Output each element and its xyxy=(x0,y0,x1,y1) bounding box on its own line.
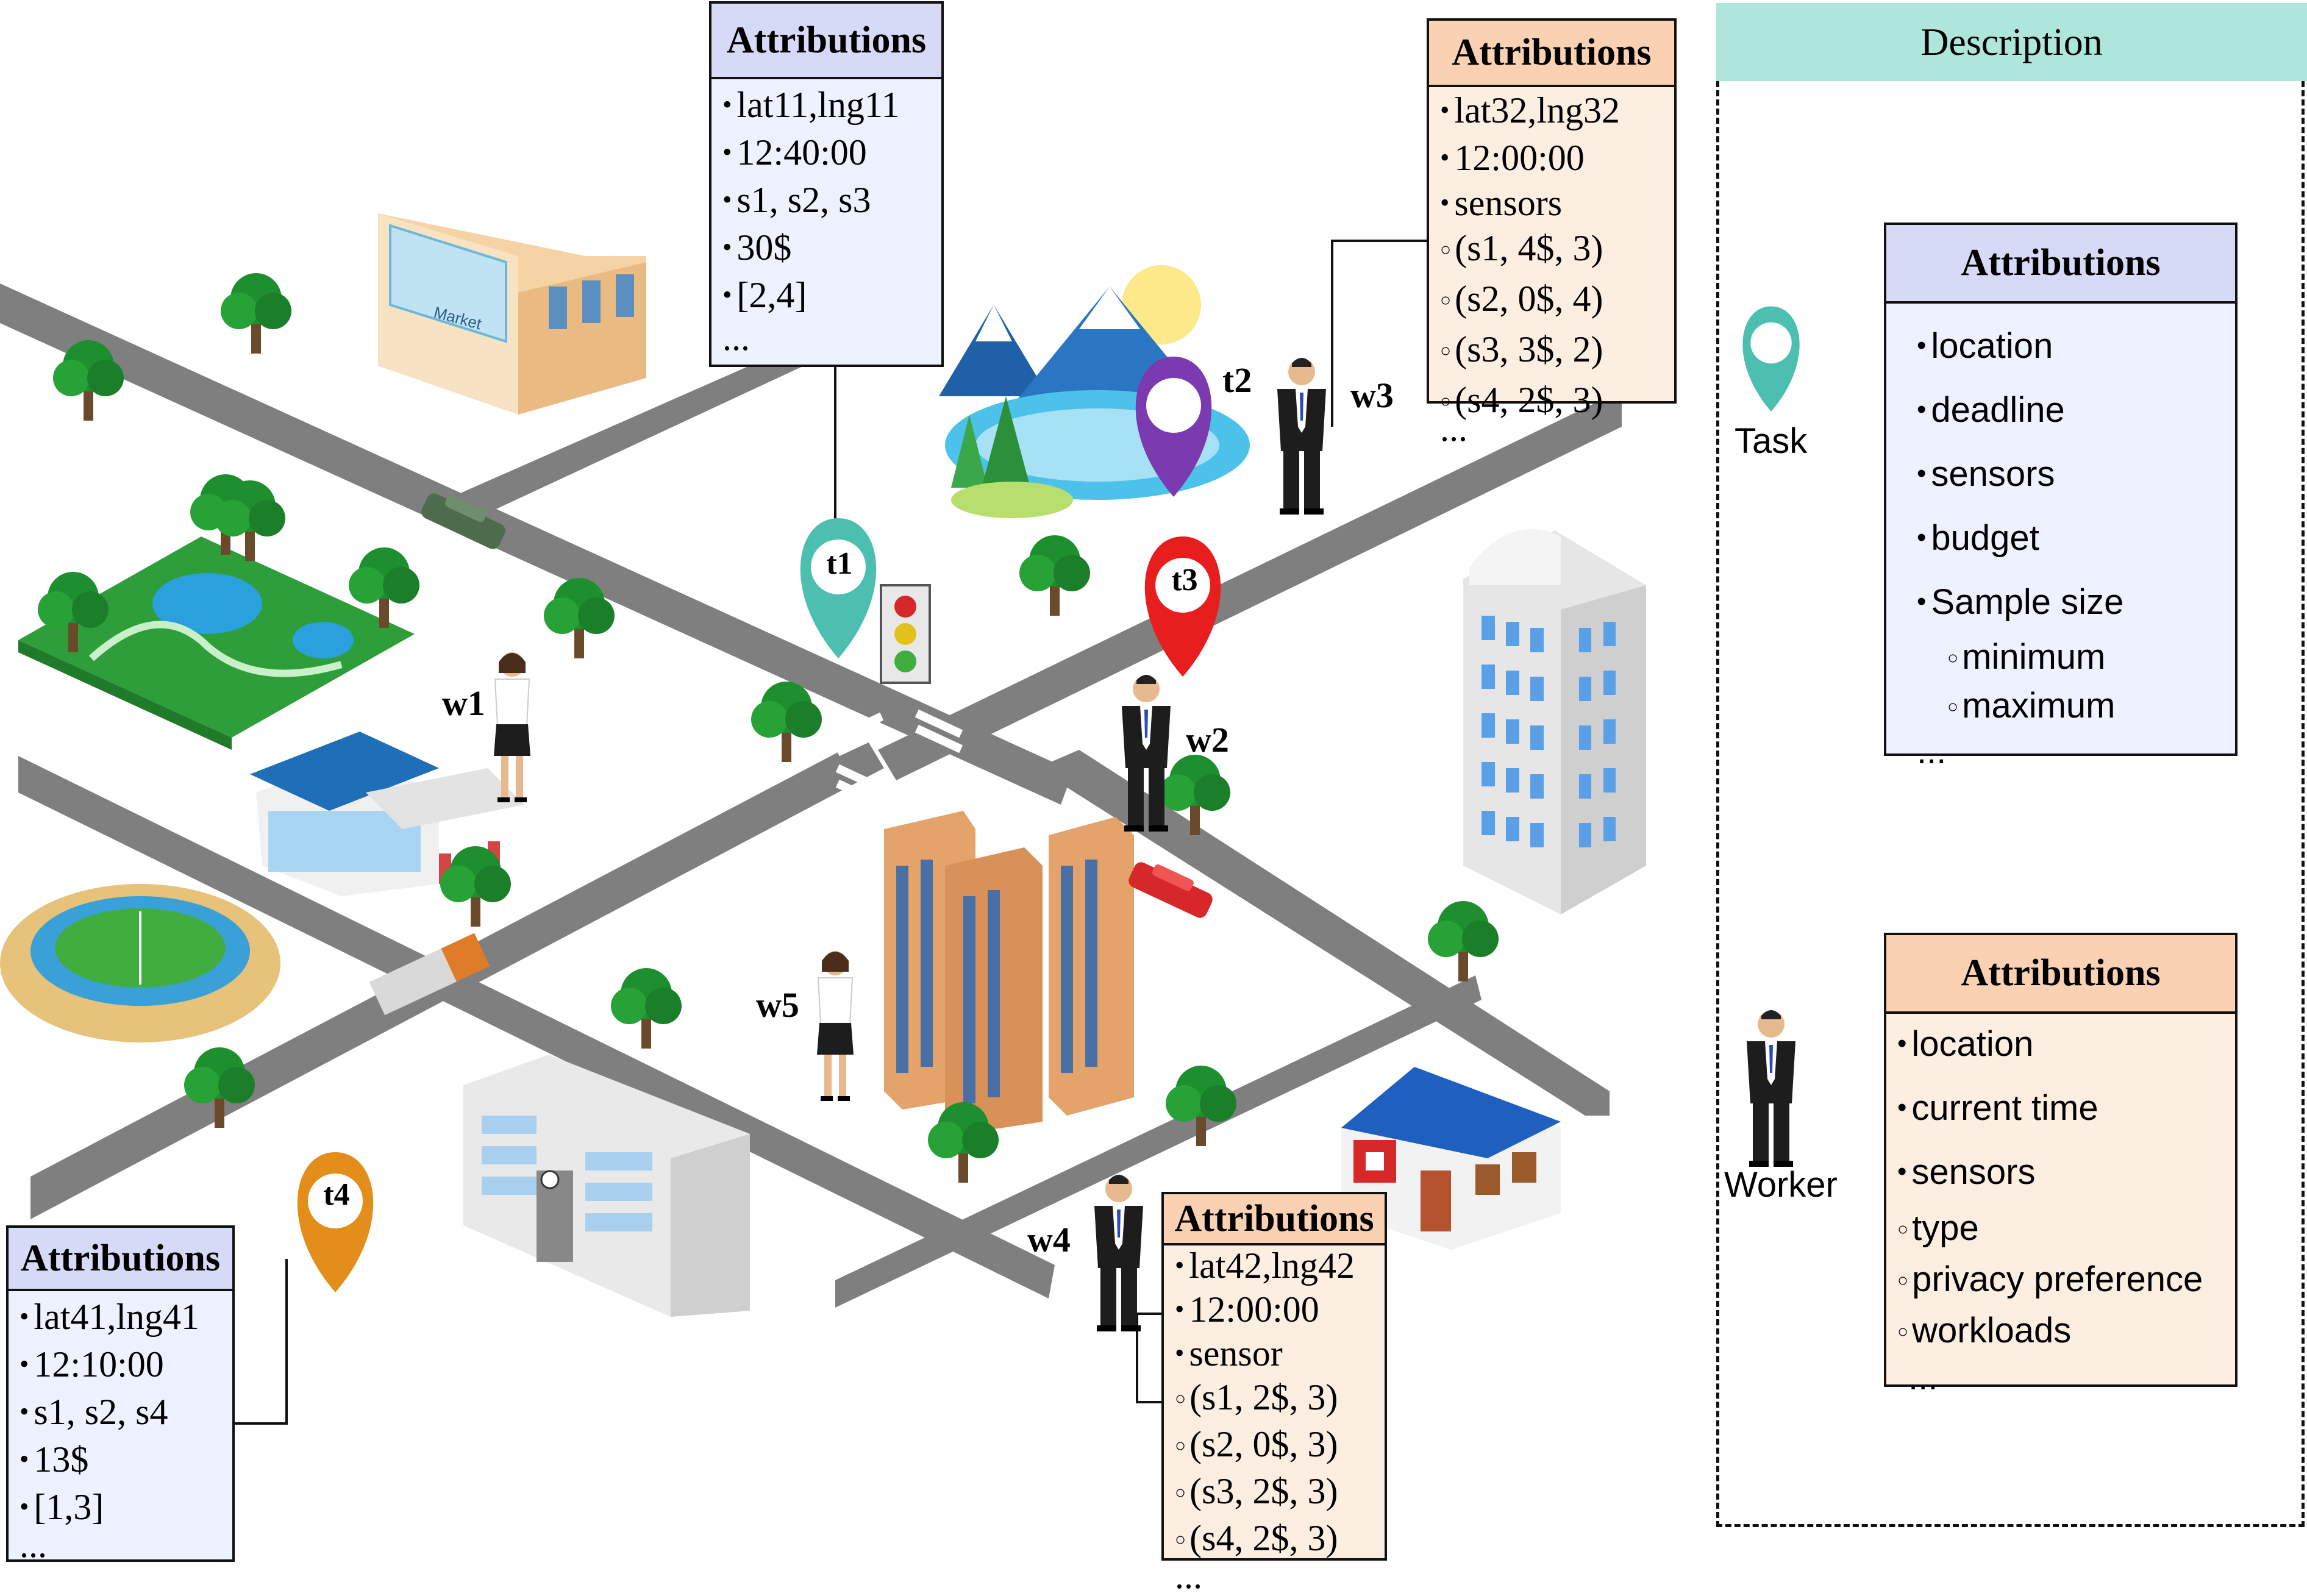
w4-attr-time: 12:00:00 xyxy=(1175,1289,1385,1333)
w3-attr-sensors: sensors xyxy=(1440,183,1674,226)
t4-attr-ellipsis: ... xyxy=(20,1525,47,1565)
w3-attr-sensor-3: (s3, 3$, 2) xyxy=(1440,327,1674,378)
pin-label-t3: t3 xyxy=(1171,563,1198,597)
w4-attributions-box: Attributions lat42,lng42 12:00:00 sensor… xyxy=(1161,1192,1387,1594)
w3-attributions-box: Attributions lat32,lng32 12:00:00 sensor… xyxy=(1427,18,1677,447)
description-panel xyxy=(1716,81,2305,1527)
city-scene: Market xyxy=(0,213,1800,1425)
description-header: Description xyxy=(1716,3,2307,81)
task-legend-label: Task xyxy=(1735,421,1808,461)
traffic-light xyxy=(880,584,931,684)
task-legend-item-sensors: sensors xyxy=(1917,444,2235,508)
task-legend-pin-icon xyxy=(1742,306,1800,411)
w4-attr-sensor-1: (s1, 2$, 3) xyxy=(1175,1377,1385,1424)
task-legend-item-budget: budget xyxy=(1917,508,2235,572)
t1-attr-sensors: s1, s2, s3 xyxy=(722,178,941,226)
worker-label-w5: w5 xyxy=(756,985,799,1025)
w4-attr-sensor: sensor xyxy=(1175,1333,1385,1377)
w3-attr-sensor-1: (s1, 4$, 3) xyxy=(1440,226,1674,277)
worker-legend-subitem-privacy: privacy preference xyxy=(1897,1257,2235,1308)
pin-label-t1: t1 xyxy=(826,546,853,581)
w3-attributions-header: Attributions xyxy=(1429,21,1674,87)
w4-attr-sensor-2: (s2, 0$, 3) xyxy=(1175,1424,1385,1471)
gas-station xyxy=(250,732,524,896)
t4-attr-sample-size: [1,3] xyxy=(20,1485,232,1533)
vehicles xyxy=(369,493,1213,1016)
worker-legend-subitem-workloads: workloads xyxy=(1897,1308,2235,1359)
task-pin-t4[interactable] xyxy=(297,1152,374,1292)
w4-attributions-header: Attributions xyxy=(1164,1194,1385,1245)
worker-w3[interactable] xyxy=(1277,358,1326,515)
worker-label-w3: w3 xyxy=(1350,376,1394,415)
task-legend-ellipsis: ... xyxy=(1917,732,1947,771)
task-pin-t3[interactable] xyxy=(1144,536,1221,677)
t1-attr-budget: 30$ xyxy=(722,226,941,273)
worker-legend-label: Worker xyxy=(1724,1165,1838,1205)
stadium xyxy=(0,884,280,1042)
t4-attributions-box: Attributions lat41,lng41 12:10:00 s1, s2… xyxy=(6,1225,235,1565)
task-legend-attributions-header: Attributions xyxy=(1886,225,2235,304)
t4-attr-budget: 13$ xyxy=(20,1437,232,1485)
park xyxy=(18,536,415,750)
w4-attr-location: lat42,lng42 xyxy=(1175,1245,1385,1289)
t1-attr-ellipsis: ... xyxy=(722,318,750,358)
t1-attr-location: lat11,lng11 xyxy=(722,83,941,130)
worker-legend-item-location: location xyxy=(1897,1014,2235,1078)
task-legend-subitem-maximum: maximum xyxy=(1917,685,2235,733)
worker-label-w1: w1 xyxy=(442,683,485,723)
office-building xyxy=(463,1055,750,1317)
t4-attr-sensors: s1, s2, s4 xyxy=(20,1390,232,1437)
connector-lines xyxy=(235,240,1427,1425)
task-legend-item-location: location xyxy=(1917,316,2235,380)
t1-attr-sample-size: [2,4] xyxy=(722,273,941,321)
t4-attr-deadline: 12:10:00 xyxy=(20,1342,232,1390)
task-pin-t1[interactable] xyxy=(800,518,877,658)
task-legend-attributions-box: Attributions location deadline sensors b… xyxy=(1884,223,2237,770)
worker-w5[interactable] xyxy=(816,950,854,1102)
t1-attributions-header: Attributions xyxy=(711,4,941,79)
t1-attr-deadline: 12:40:00 xyxy=(722,130,941,178)
w3-attr-location: lat32,lng32 xyxy=(1440,88,1674,136)
t4-attributions-header: Attributions xyxy=(9,1228,232,1291)
task-legend-item-sample-size: Sample size xyxy=(1917,572,2235,636)
w4-attr-sensor-3: (s3, 2$, 3) xyxy=(1175,1471,1385,1518)
worker-legend-item-sensors: sensors xyxy=(1897,1142,2235,1206)
worker-label-w4: w4 xyxy=(1027,1220,1071,1259)
task-legend-subitem-minimum: minimum xyxy=(1917,636,2235,685)
pin-label-t4: t4 xyxy=(323,1177,350,1212)
t4-attr-location: lat41,lng41 xyxy=(20,1295,232,1342)
brick-towers xyxy=(884,811,1134,1134)
w3-attr-time: 12:00:00 xyxy=(1440,136,1674,183)
pin-label-t2: t2 xyxy=(1222,360,1252,400)
worker-legend-attributions-box: Attributions location current time senso… xyxy=(1884,933,2237,1396)
market-building: Market xyxy=(378,213,646,415)
office-tower xyxy=(1463,529,1646,914)
hospital xyxy=(1341,1067,1561,1250)
w3-attr-sensor-4: (s4, 2$, 3) xyxy=(1440,378,1674,429)
w3-attr-ellipsis: ... xyxy=(1440,408,1467,449)
t1-attributions-box: Attributions lat11,lng11 12:40:00 s1, s2… xyxy=(709,1,944,367)
worker-label-w2: w2 xyxy=(1186,720,1229,760)
w4-attr-ellipsis: ... xyxy=(1175,1556,1202,1596)
worker-legend-attributions-header: Attributions xyxy=(1886,935,2235,1014)
worker-legend-ellipsis: ... xyxy=(1908,1358,1938,1397)
worker-legend-item-current-time: current time xyxy=(1897,1078,2235,1142)
w3-attr-sensor-2: (s2, 0$, 4) xyxy=(1440,277,1674,327)
worker-w4[interactable] xyxy=(1094,1175,1143,1331)
w4-attr-sensor-4: (s4, 2$, 3) xyxy=(1175,1518,1385,1565)
task-legend-item-deadline: deadline xyxy=(1917,380,2235,444)
worker-legend-subitem-type: type xyxy=(1897,1206,2235,1257)
